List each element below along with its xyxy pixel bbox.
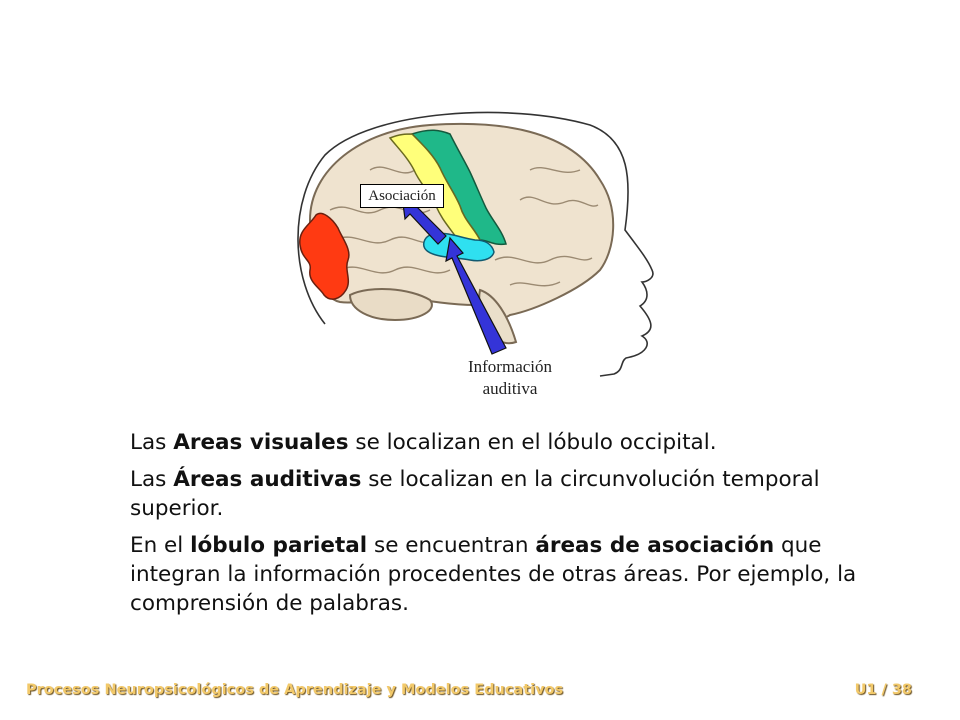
text-run: En el [130, 533, 191, 558]
brain-diagram [297, 111, 654, 377]
auditory-label-line1: Información [467, 357, 553, 376]
bold-term: Áreas auditivas [173, 467, 362, 492]
text-run: se localizan en el lóbulo occipital. [348, 430, 717, 455]
text-run: se localizan en la circunvolución tempor… [130, 467, 820, 521]
text-run: se encuentran [367, 533, 536, 558]
bold-term: áreas de asociación [535, 533, 775, 558]
text-run: que integran la información procedentes … [130, 533, 857, 616]
bold-term: lóbulo parietal [190, 533, 368, 558]
text-run: Las [130, 430, 174, 455]
bold-term: Areas visuales [173, 430, 349, 455]
auditory-information-label: Información auditiva [430, 356, 590, 400]
auditory-input-arrow [445, 236, 507, 355]
footer-page-number: U1 / 38 [854, 682, 912, 698]
association-label: Asociación [360, 184, 444, 208]
text-run: Las [130, 467, 174, 492]
auditory-label-line2: auditiva [482, 379, 538, 398]
paragraph-association-areas: En el lóbulo parietal se encuentran área… [130, 531, 910, 618]
slide-body: Las Areas visuales se localizan en el ló… [130, 428, 910, 626]
paragraph-visual-areas: Las Areas visuales se localizan en el ló… [130, 428, 910, 457]
head-outline [297, 111, 654, 377]
paragraph-auditory-areas: Las Áreas auditivas se localizan en la c… [130, 465, 910, 523]
cerebellum-shape [348, 287, 433, 322]
footer-course-title: Procesos Neuropsicológicos de Aprendizaj… [26, 682, 564, 698]
visual-area [299, 212, 350, 300]
